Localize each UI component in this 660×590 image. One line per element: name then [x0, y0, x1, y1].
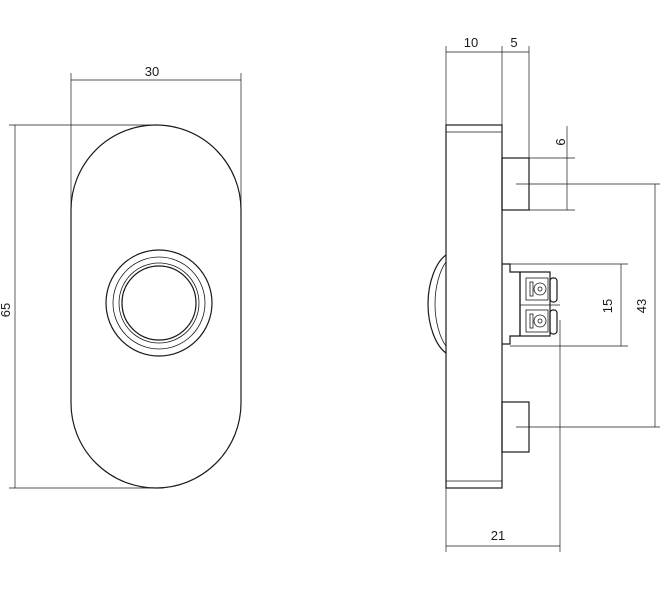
depth-label: 21 [491, 528, 505, 543]
button-bezel-inner [112, 256, 206, 350]
upper-boss [501, 157, 540, 211]
plate-thickness-label: 10 [464, 35, 478, 50]
terminal-dimension: 15 [510, 263, 628, 347]
boss-depth-label: 5 [510, 35, 517, 50]
height-label: 65 [0, 303, 13, 317]
side-view: 10 5 9 15 43 21 [427, 35, 660, 552]
terminal-screw-bottom [533, 314, 547, 328]
top-dimensions: 10 5 [445, 35, 530, 158]
terminal-screw-top [533, 282, 547, 296]
terminal-label: 15 [600, 299, 615, 313]
plate-outline [70, 124, 242, 489]
front-width-dimension: 30 [70, 64, 242, 210]
terminal-block [502, 263, 560, 345]
button-dome-profile [427, 254, 447, 354]
boss-label: 9 [553, 138, 568, 145]
push-button [121, 265, 197, 341]
button-ring [118, 262, 200, 344]
side-plate [445, 124, 503, 489]
lower-boss [501, 401, 540, 453]
width-label: 30 [145, 64, 159, 79]
front-height-dimension: 65 [0, 124, 156, 489]
boss-dimension: 9 [529, 126, 575, 211]
spacing-label: 43 [634, 299, 649, 313]
front-view: 30 65 [0, 64, 242, 489]
depth-dimension: 21 [445, 320, 561, 552]
button-bezel-outer [105, 249, 213, 357]
